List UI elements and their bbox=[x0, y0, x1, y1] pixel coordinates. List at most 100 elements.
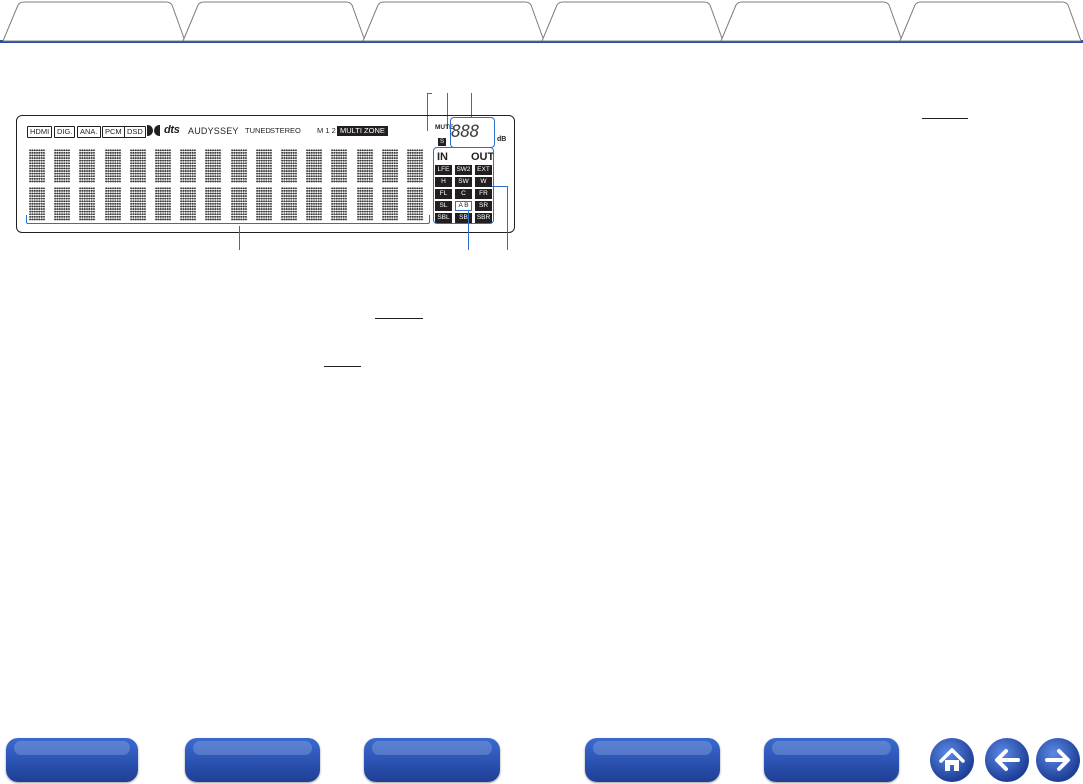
nav-button-1[interactable] bbox=[6, 738, 138, 782]
channel-sb: SB bbox=[455, 213, 472, 223]
dts-indicator: dts bbox=[164, 124, 180, 136]
pcm-indicator: PCM bbox=[102, 126, 125, 138]
out-label: OUT bbox=[471, 151, 495, 163]
channel-sl: SL bbox=[435, 201, 452, 211]
channel-callout-box bbox=[433, 147, 494, 224]
channel-lfe: LFE bbox=[435, 165, 452, 175]
dot-matrix-cell bbox=[306, 187, 323, 221]
dot-matrix-cell bbox=[54, 149, 71, 183]
audyssey-indicator: AUDYSSEY bbox=[188, 126, 239, 136]
callout-line-mute-s bbox=[427, 93, 428, 131]
callout-line-dot-matrix bbox=[239, 226, 240, 250]
dot-matrix-cell bbox=[29, 187, 45, 221]
channel-fl: FL bbox=[435, 189, 452, 199]
dot-matrix-cell bbox=[306, 149, 323, 183]
dot-matrix-cell bbox=[281, 149, 297, 183]
tab-6[interactable] bbox=[907, 2, 1077, 40]
tab-1[interactable] bbox=[10, 2, 180, 40]
tab-5[interactable] bbox=[728, 2, 898, 40]
channel-sbl: SBL bbox=[435, 213, 452, 223]
forward-button[interactable] bbox=[1036, 738, 1080, 782]
in-label: IN bbox=[437, 151, 448, 163]
channel-sbr: SBR bbox=[475, 213, 492, 223]
callout-line-channel bbox=[507, 186, 508, 250]
channel-ab: A B bbox=[455, 201, 472, 211]
channel-sw: SW bbox=[455, 177, 472, 187]
channel-w: W bbox=[475, 177, 492, 187]
callout-line-volume bbox=[471, 93, 472, 118]
text-underline-1 bbox=[922, 118, 968, 119]
multi-zone-indicator: MULTI ZONE bbox=[337, 126, 388, 136]
dot-matrix-callout-bracket bbox=[26, 215, 430, 224]
callout-line-channel-h bbox=[492, 186, 508, 187]
dot-matrix-cell bbox=[205, 187, 222, 221]
dot-matrix-cell bbox=[407, 149, 423, 183]
dot-matrix-cell bbox=[104, 149, 121, 183]
volume-display: MUTE S 888 dB bbox=[435, 118, 513, 150]
volume-digits: 888 bbox=[451, 122, 480, 142]
forward-arrow-icon bbox=[1045, 749, 1070, 771]
tab-4[interactable] bbox=[549, 2, 719, 40]
home-button[interactable] bbox=[930, 738, 974, 782]
nav-button-4[interactable] bbox=[585, 738, 720, 782]
s-indicator: S bbox=[438, 138, 446, 146]
dot-matrix-cell bbox=[230, 149, 247, 183]
callout-tick bbox=[427, 93, 432, 94]
dot-matrix-cell bbox=[29, 149, 45, 183]
dot-matrix-cell bbox=[381, 187, 398, 221]
dot-matrix-cell bbox=[381, 149, 398, 183]
mute-indicator: MUTE bbox=[435, 124, 454, 131]
callout-line-mute bbox=[447, 93, 448, 129]
hdmi-indicator: HDMI bbox=[27, 126, 53, 138]
dot-matrix-cell bbox=[104, 187, 121, 221]
nav-button-3[interactable] bbox=[364, 738, 500, 782]
tab-2[interactable] bbox=[190, 2, 360, 40]
top-tab-bar bbox=[0, 0, 1083, 46]
dot-matrix-cell bbox=[205, 149, 222, 183]
m12-indicator: M 1 2 bbox=[317, 126, 336, 135]
ana-indicator: ANA. bbox=[77, 126, 101, 138]
channel-c: C bbox=[455, 189, 472, 199]
dot-matrix-cell bbox=[407, 187, 423, 221]
dolby-logo-icon bbox=[147, 125, 160, 136]
nav-button-5[interactable] bbox=[764, 738, 899, 782]
dot-matrix-cell bbox=[255, 187, 272, 221]
dot-matrix-cell bbox=[155, 187, 171, 221]
stereo-indicator: STEREO bbox=[270, 126, 301, 135]
dot-matrix-cell bbox=[255, 149, 272, 183]
dot-matrix-cell bbox=[129, 149, 146, 183]
front-display-panel: HDMI DIG. ANA. PCM DSD dts AUDYSSEY TUNE… bbox=[16, 115, 515, 233]
dot-matrix-cell bbox=[79, 149, 96, 183]
dot-matrix-cell bbox=[155, 149, 171, 183]
tab-3[interactable] bbox=[370, 2, 540, 40]
dot-matrix-cell bbox=[230, 187, 247, 221]
dot-matrix-cell bbox=[331, 149, 348, 183]
dot-matrix-cell bbox=[54, 187, 71, 221]
channel-sr: SR bbox=[475, 201, 492, 211]
dot-matrix-cell bbox=[356, 187, 373, 221]
dot-matrix-cell bbox=[180, 187, 197, 221]
volume-callout-box bbox=[450, 117, 495, 148]
dot-matrix-cell bbox=[79, 187, 96, 221]
home-icon bbox=[939, 748, 965, 771]
back-button[interactable] bbox=[985, 738, 1029, 782]
channel-fr: FR bbox=[475, 189, 492, 199]
channel-h: H bbox=[435, 177, 452, 187]
dot-matrix-cell bbox=[331, 187, 348, 221]
db-unit: dB bbox=[497, 136, 507, 143]
callout-line-ab bbox=[468, 210, 469, 250]
text-underline-2 bbox=[375, 318, 423, 319]
tab-bar-graphic bbox=[0, 1, 1083, 43]
channel-ext: EXT bbox=[475, 165, 492, 175]
back-arrow-icon bbox=[995, 749, 1020, 771]
dig-indicator: DIG. bbox=[54, 126, 76, 138]
channel-sw2: SW2 bbox=[455, 165, 472, 175]
channel-indicator-grid: IN OUT LFE SW2 EXT H SW W FL C FR SL A B… bbox=[435, 149, 509, 229]
dot-matrix-cell bbox=[180, 149, 197, 183]
tuned-indicator: TUNED bbox=[245, 126, 271, 135]
dsd-indicator: DSD bbox=[124, 126, 146, 138]
dot-matrix-cell bbox=[281, 187, 297, 221]
text-underline-3 bbox=[324, 366, 361, 367]
dot-matrix-cell bbox=[356, 149, 373, 183]
nav-button-2[interactable] bbox=[185, 738, 320, 782]
